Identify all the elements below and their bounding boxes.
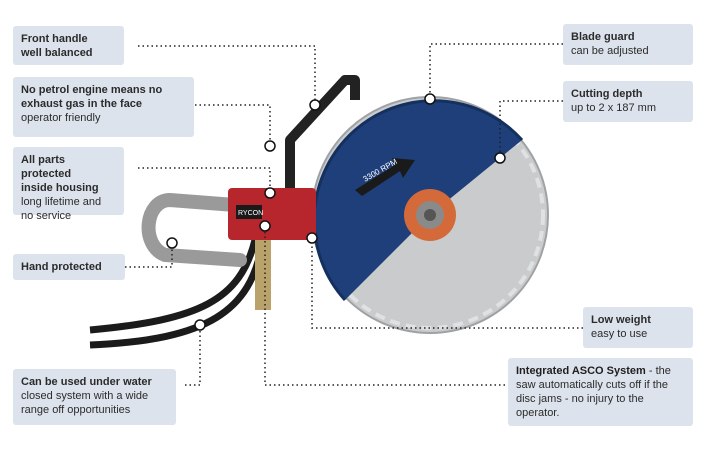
callout-subtitle: long lifetime and	[21, 196, 102, 208]
marker-parts-protected	[264, 187, 276, 199]
hose-coupling	[255, 240, 271, 310]
marker-blade-guard	[424, 93, 436, 105]
callout-title: inside housing	[21, 182, 99, 194]
marker-under-water	[194, 319, 206, 331]
callout-title: Blade guard	[571, 31, 635, 43]
callout-subtitle: closed system with a wide	[21, 390, 149, 402]
callout-subtitle: easy to use	[591, 328, 648, 340]
callout-under-water: Can be used under water closed system wi…	[13, 369, 176, 425]
marker-asco	[259, 220, 271, 232]
callout-title: well balanced	[21, 47, 93, 59]
callout-title: Can be used under water	[21, 376, 152, 388]
callout-subtitle: operator.	[516, 407, 560, 419]
callout-hand-protected: Hand protected	[13, 254, 125, 280]
callout-subtitle: disc jams - no injury to the	[516, 393, 644, 405]
callout-subtitle: saw automatically cuts off if the	[516, 379, 669, 391]
callout-cutting-depth: Cutting depth up to 2 x 187 mm	[563, 81, 693, 122]
hydraulic-hose-1	[89, 239, 259, 334]
callout-title: exhaust gas in the face	[21, 98, 143, 110]
callout-title: Hand protected	[21, 261, 102, 273]
callout-title: Cutting depth	[571, 88, 643, 100]
callout-asco-rest: - the	[645, 365, 671, 377]
callout-asco: Integrated ASCO System - the saw automat…	[508, 358, 693, 426]
rear-handle	[141, 192, 247, 267]
callout-parts-protected: All parts protected inside housing long …	[13, 147, 124, 222]
marker-cutting-depth	[494, 152, 506, 164]
callout-low-weight: Low weight easy to use	[583, 307, 693, 348]
marker-hand-protected	[166, 237, 178, 249]
callout-title: No petrol engine means no	[21, 84, 163, 96]
callout-subtitle: can be adjusted	[571, 45, 649, 57]
callout-blade-guard: Blade guard can be adjusted	[563, 24, 693, 65]
marker-no-petrol	[264, 140, 276, 152]
marker-front-handle	[309, 99, 321, 111]
callout-title: All parts protected	[21, 154, 72, 180]
callout-front-handle: Front handle well balanced	[13, 26, 124, 65]
motor-housing	[228, 188, 316, 240]
callout-title: Integrated ASCO System	[516, 365, 646, 377]
rotation-arrow	[355, 158, 415, 196]
marker-low-weight	[306, 232, 318, 244]
callout-subtitle: range off opportunities	[21, 404, 131, 416]
callout-title: Front handle	[21, 33, 88, 45]
callout-asco-line1: Integrated ASCO System - the	[516, 364, 685, 378]
brand-logo: RYCON	[238, 210, 263, 217]
callout-subtitle: operator friendly	[21, 112, 101, 124]
callout-title: Low weight	[591, 314, 651, 326]
callout-subtitle: no service	[21, 210, 72, 222]
front-handle	[285, 75, 360, 210]
callout-no-petrol: No petrol engine means no exhaust gas in…	[13, 77, 194, 137]
callout-subtitle: up to 2 x 187 mm	[571, 102, 656, 114]
